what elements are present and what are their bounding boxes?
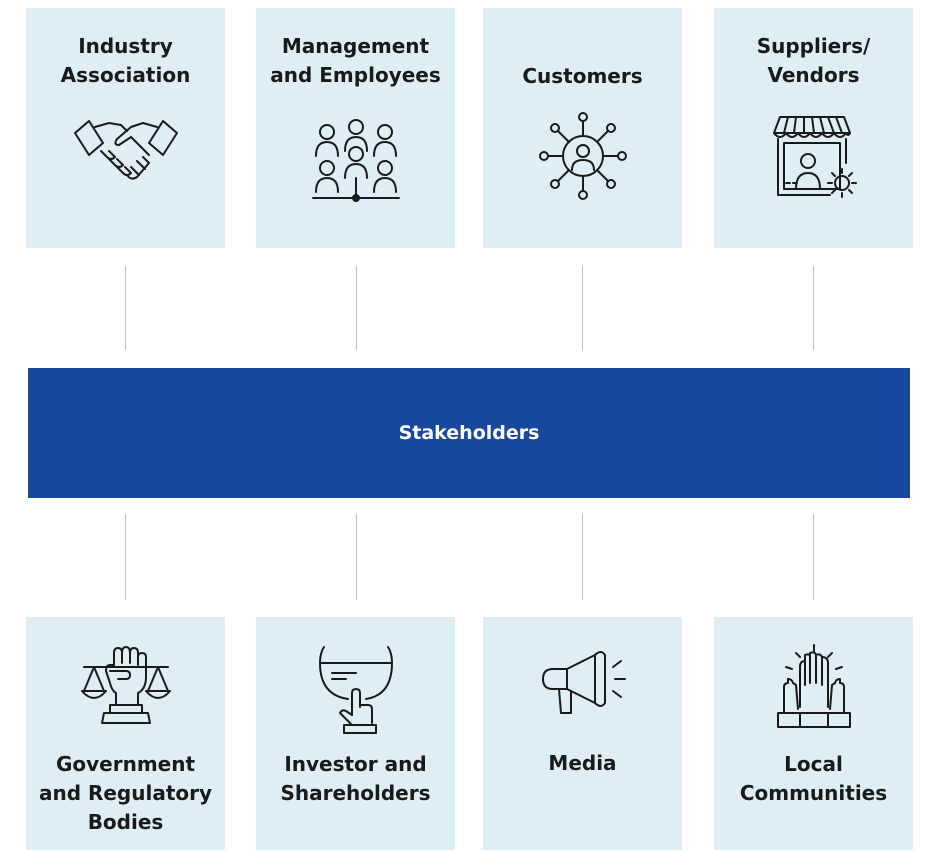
fist-scales-icon	[80, 643, 172, 731]
handshake-icon	[73, 113, 179, 187]
card-title-line: and Employees	[270, 63, 441, 87]
card-title: Management and Employees	[256, 32, 455, 90]
connector-line	[125, 514, 126, 600]
banner-label: Stakeholders	[398, 422, 540, 444]
stakeholder-card-management-employees: Management and Employees	[256, 8, 455, 248]
stakeholder-card-industry-association: Industry Association	[26, 8, 225, 248]
megaphone-icon	[539, 645, 627, 721]
connector-line	[582, 514, 583, 600]
stakeholder-card-government-regulatory: Government and Regulatory Bodies	[26, 617, 225, 850]
stakeholders-banner: Stakeholders	[28, 368, 910, 498]
card-title: Industry Association	[26, 32, 225, 90]
card-title-line: Communities	[739, 781, 888, 805]
raised-hands-icon	[772, 643, 856, 733]
card-title: Customers	[483, 62, 682, 91]
stakeholder-card-local-communities: Local Communities	[714, 617, 913, 850]
card-title-line: Media	[548, 751, 617, 775]
stakeholder-card-suppliers-vendors: Suppliers/ Vendors	[714, 8, 913, 248]
card-title-line: Government	[55, 752, 196, 776]
card-title-line: Association	[60, 63, 191, 87]
connector-line	[125, 266, 126, 350]
stakeholder-card-customers: Customers	[483, 8, 682, 248]
card-title: Local Communities	[714, 750, 913, 808]
card-title: Investor and Shareholders	[256, 750, 455, 808]
card-title-line: and Regulatory	[38, 781, 213, 805]
card-title-line: Investor and	[284, 752, 427, 776]
card-title: Media	[483, 749, 682, 778]
card-title-line: Suppliers/	[756, 34, 871, 58]
connector-line	[582, 266, 583, 350]
stakeholder-card-investor-shareholders: Investor and Shareholders	[256, 617, 455, 850]
connector-line	[356, 514, 357, 600]
card-title-line: Customers	[522, 64, 643, 88]
connector-line	[813, 514, 814, 600]
card-title: Government and Regulatory Bodies	[26, 750, 225, 837]
team-icon	[311, 118, 400, 208]
customer-network-icon	[538, 112, 627, 204]
card-title-line: Vendors	[767, 63, 860, 87]
card-title-line: Management	[281, 34, 430, 58]
card-title-line: Shareholders	[280, 781, 431, 805]
stakeholder-card-media: Media	[483, 617, 682, 850]
storefront-gear-icon	[770, 111, 858, 203]
card-title: Suppliers/ Vendors	[714, 32, 913, 90]
card-title-line: Bodies	[87, 810, 164, 834]
connector-line	[813, 266, 814, 350]
hand-bowl-icon	[316, 643, 396, 739]
card-title-line: Industry	[78, 34, 173, 58]
connector-line	[356, 266, 357, 350]
card-title-line: Local	[784, 752, 843, 776]
